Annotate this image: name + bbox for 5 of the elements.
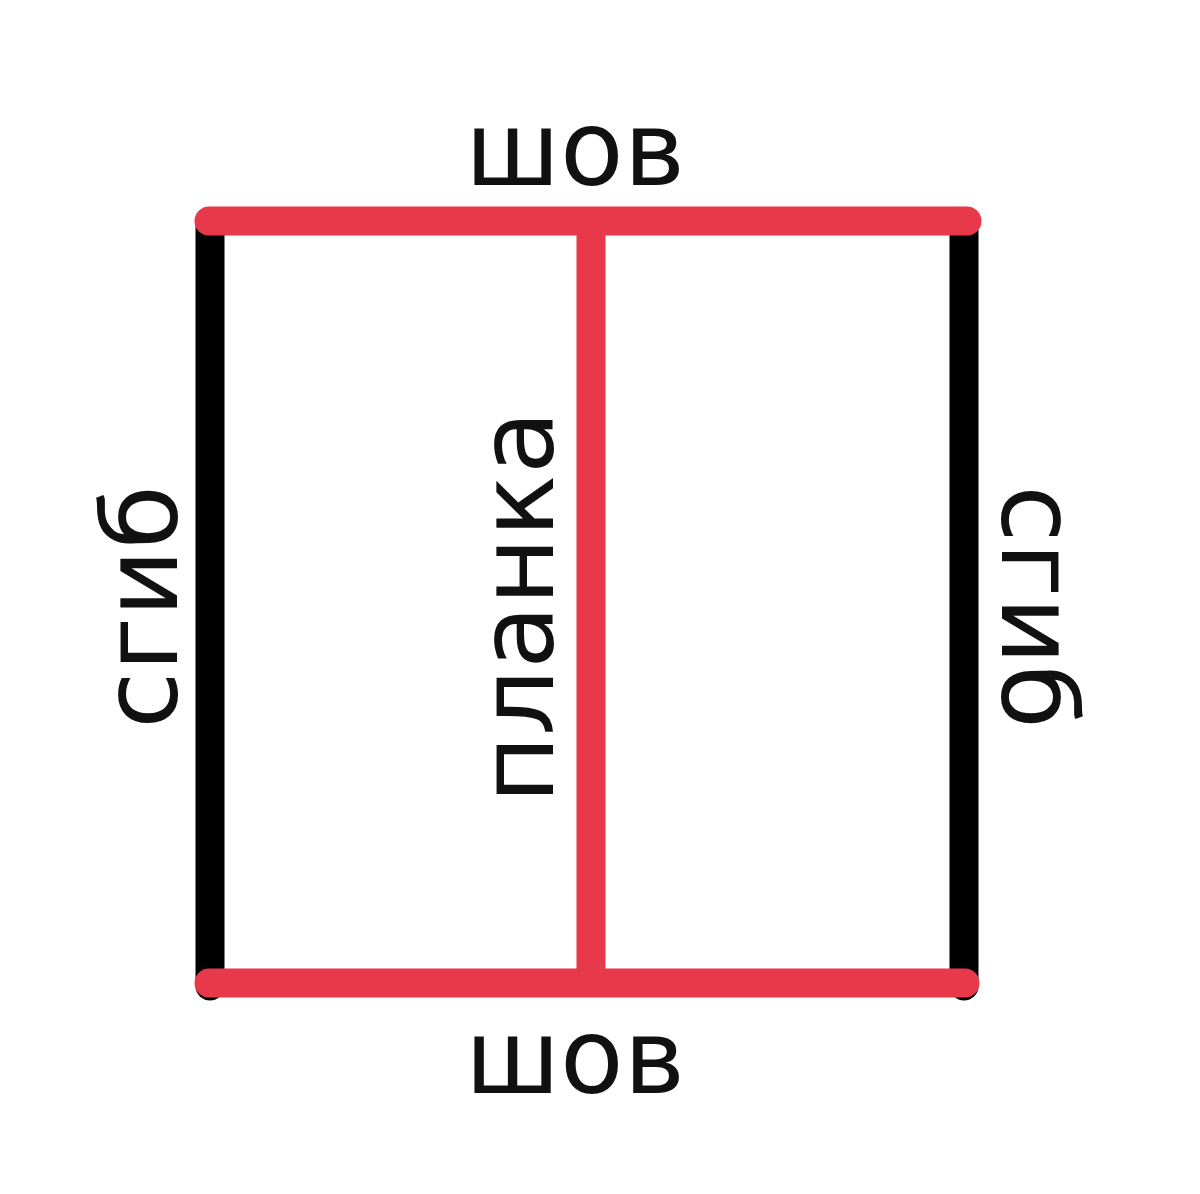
seam-label: шов: [464, 1005, 686, 1109]
fold-label: сгиб: [89, 485, 193, 729]
fold-label: сгиб: [986, 485, 1090, 729]
placket-label: планка: [465, 410, 569, 804]
seam-label: шов: [464, 97, 686, 201]
